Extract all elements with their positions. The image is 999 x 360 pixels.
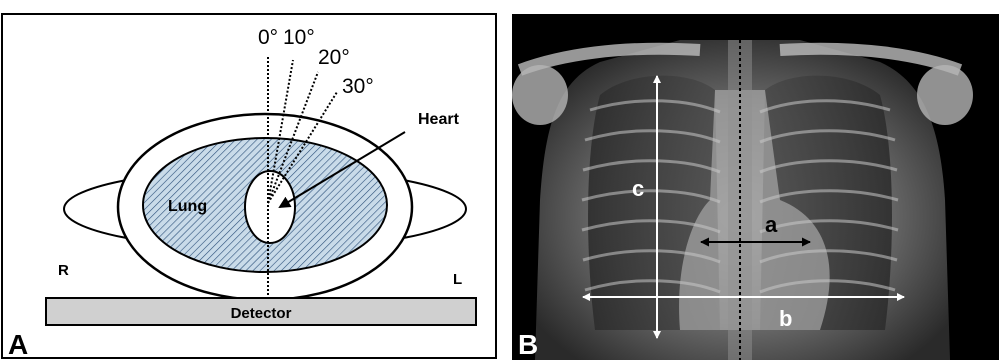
heart-shape <box>245 171 295 243</box>
left-shoulder <box>917 65 973 125</box>
angle-0-label: 0° <box>258 26 278 49</box>
panel-b-letter: B <box>518 329 538 360</box>
measure-a-label: a <box>765 212 778 237</box>
angle-30-label: 30° <box>342 75 374 98</box>
angle-20-label: 20° <box>318 46 350 69</box>
panel-a: 0° 10° 20° 30° Heart Lung R L Detector A <box>2 14 496 360</box>
measure-c-label: c <box>632 176 644 201</box>
measure-b-label: b <box>779 306 792 331</box>
right-side-label: R <box>58 262 69 279</box>
lung-label: Lung <box>168 198 207 215</box>
left-side-label: L <box>453 271 462 288</box>
right-shoulder <box>512 65 568 125</box>
panel-a-letter: A <box>8 329 28 360</box>
detector-label: Detector <box>231 305 292 322</box>
angle-10-label: 10° <box>283 26 315 49</box>
panel-b: c a b B <box>512 14 999 360</box>
heart-label: Heart <box>418 111 460 128</box>
